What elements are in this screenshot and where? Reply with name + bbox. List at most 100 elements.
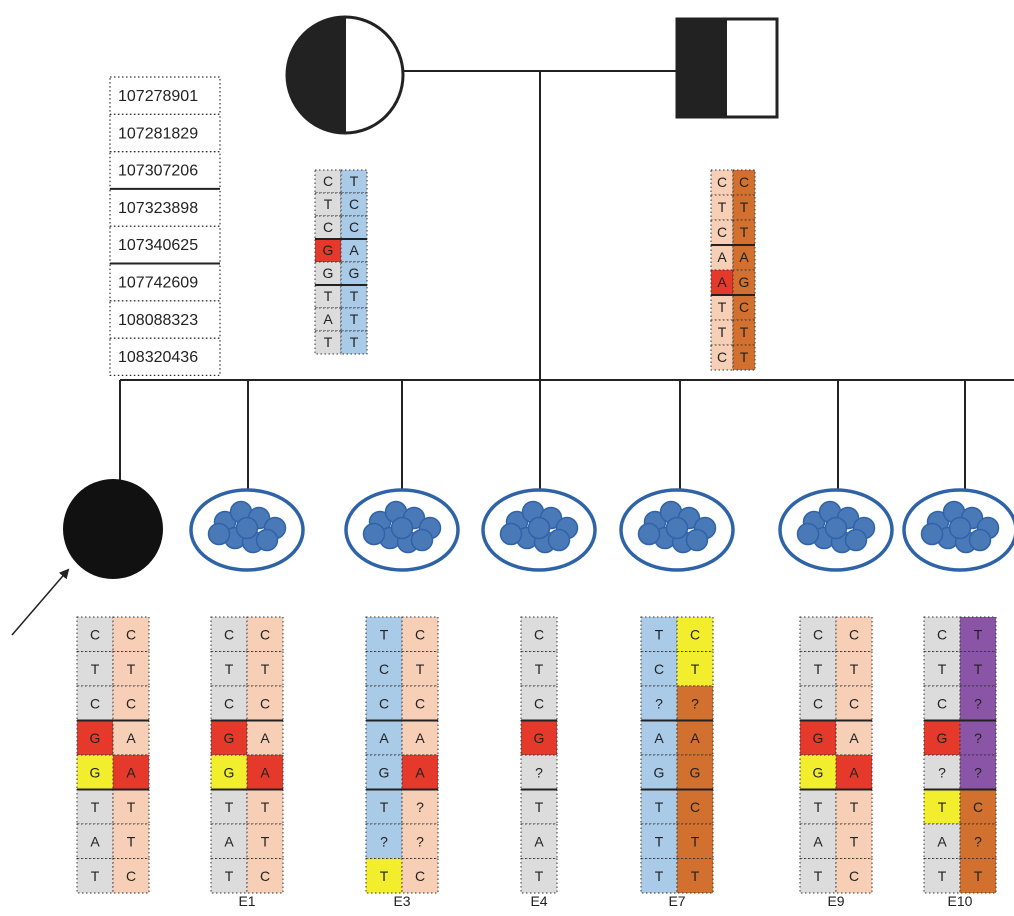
allele-base: ?: [416, 799, 424, 815]
allele-base: C: [813, 626, 823, 642]
proband-arrow: [11, 568, 70, 636]
embryo-cell: [207, 522, 231, 546]
allele-base: A: [379, 730, 389, 746]
allele-base: C: [654, 661, 664, 677]
allele-base: A: [260, 764, 270, 780]
allele-cell: [732, 344, 756, 371]
allele-base: T: [655, 799, 664, 815]
allele-cell: [520, 651, 558, 687]
allele-base: C: [534, 626, 544, 642]
allele-cell: [835, 754, 873, 790]
allele-base: A: [415, 730, 425, 746]
allele-cell: [340, 261, 368, 286]
allele-base: T: [127, 833, 136, 849]
allele-cell: [959, 685, 997, 721]
proband-symbol: [63, 479, 163, 579]
allele-base: G: [323, 242, 334, 258]
allele-base: ?: [938, 764, 946, 780]
allele-base: T: [655, 626, 664, 642]
allele-base: T: [814, 661, 823, 677]
position-label: 107742609: [118, 275, 198, 292]
allele-base: A: [126, 764, 136, 780]
allele-cell: [835, 858, 873, 894]
allele-base: T: [974, 661, 983, 677]
allele-base: T: [850, 799, 859, 815]
embryo-symbol: [778, 488, 894, 572]
allele-base: A: [224, 833, 234, 849]
allele-base: A: [415, 764, 425, 780]
allele-cell: [710, 169, 734, 196]
allele-base: G: [739, 274, 750, 290]
allele-cell: [520, 858, 558, 894]
embryo-cell: [824, 516, 848, 540]
allele-cell: [401, 823, 439, 859]
allele-cell: [520, 754, 558, 790]
allele-base: C: [323, 219, 333, 235]
embryo-cell: [948, 516, 972, 540]
allele-base: C: [260, 626, 270, 642]
allele-base: ?: [974, 730, 982, 746]
allele-base: T: [938, 799, 947, 815]
allele-base: C: [415, 695, 425, 711]
allele-base: C: [349, 196, 359, 212]
embryo-cell: [390, 516, 414, 540]
allele-base: C: [224, 695, 234, 711]
allele-base: C: [937, 695, 947, 711]
allele-base: C: [849, 868, 859, 884]
allele-base: T: [380, 626, 389, 642]
allele-base: G: [379, 764, 390, 780]
allele-base: A: [349, 242, 359, 258]
allele-base: G: [690, 764, 701, 780]
allele-cell: [710, 269, 734, 296]
allele-cell: [401, 616, 439, 652]
allele-cell: [520, 685, 558, 721]
allele-cell: [340, 215, 368, 240]
position-label: 107340625: [118, 237, 198, 254]
embryo-cell: [968, 528, 992, 552]
allele-base: G: [224, 730, 235, 746]
allele-base: C: [260, 695, 270, 711]
embryo-label: E3: [393, 893, 410, 909]
allele-base: T: [850, 661, 859, 677]
allele-base: A: [849, 764, 859, 780]
allele-cell: [710, 319, 734, 346]
allele-cell: [640, 685, 678, 721]
allele-base: T: [261, 799, 270, 815]
allele-base: A: [849, 730, 859, 746]
allele-base: C: [224, 626, 234, 642]
position-cell: [109, 151, 221, 190]
allele-base: T: [225, 799, 234, 815]
allele-cell: [246, 858, 284, 894]
allele-base: T: [91, 868, 100, 884]
allele-cell: [401, 720, 439, 756]
allele-base: G: [349, 265, 360, 281]
position-cell: [109, 300, 221, 339]
embryo-symbol: [902, 488, 1014, 572]
allele-base: C: [90, 626, 100, 642]
position-cell: [109, 113, 221, 153]
allele-base: T: [655, 868, 664, 884]
embryo-cell: [796, 522, 820, 546]
allele-base: C: [415, 868, 425, 884]
position-label: 107307206: [118, 163, 198, 180]
allele-base: T: [127, 799, 136, 815]
position-cell: [109, 262, 221, 302]
embryo-cell: [685, 528, 709, 552]
allele-base: T: [350, 334, 359, 350]
allele-base: T: [535, 661, 544, 677]
allele-cell: [710, 294, 734, 321]
embryo-symbol: [344, 488, 460, 572]
allele-base: T: [938, 868, 947, 884]
allele-base: T: [691, 661, 700, 677]
allele-cell: [340, 307, 368, 332]
allele-base: A: [813, 833, 823, 849]
allele-base: C: [126, 695, 136, 711]
allele-base: G: [323, 265, 334, 281]
allele-base: C: [90, 695, 100, 711]
allele-base: A: [90, 833, 100, 849]
allele-cell: [799, 789, 837, 825]
allele-base: T: [225, 868, 234, 884]
embryo-cell: [637, 522, 661, 546]
allele-base: T: [350, 311, 359, 327]
